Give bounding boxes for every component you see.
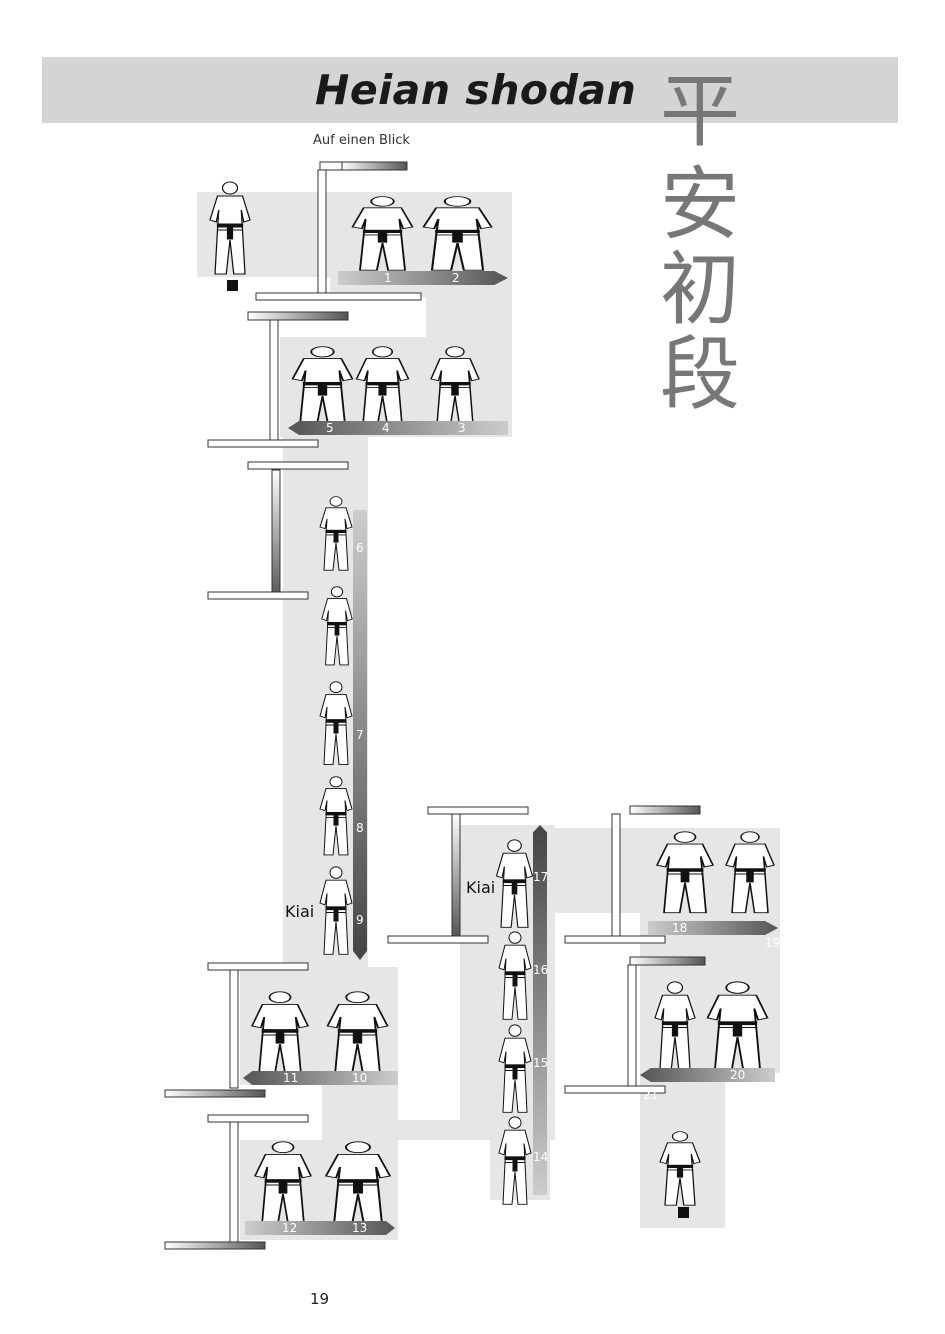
page-number: 19 [310,1290,330,1308]
arrow-steps-20-21 [640,1068,775,1082]
karate-figure [430,346,480,426]
karate-figure [422,196,493,271]
karate-figure [725,831,775,914]
step-number: 1 [384,271,392,285]
step-number: 20 [730,1068,746,1082]
kanji-hei: 平 [660,65,740,158]
step-number: 8 [356,821,364,835]
arrow-steps-14-17 [533,825,547,1195]
arrow-steps-12-13 [245,1221,395,1235]
step-number: 16 [533,963,549,977]
step-number: 10 [352,1071,368,1085]
step-number: 3 [458,421,466,435]
karate-figure [253,1141,313,1226]
direction-markers [164,161,529,1250]
step-number: 21 [643,1088,659,1102]
kiai-label: Kiai [466,878,496,897]
karate-figure [326,991,389,1076]
step-number: 12 [282,1221,298,1235]
arrow-steps-10-11 [243,1071,398,1085]
arrow-steps-3-5 [288,421,508,435]
karate-figure [351,196,414,271]
karate-figure [250,991,310,1076]
karate-figure [498,931,532,1020]
kanji-sho: 初 [660,243,740,336]
start-marker [227,280,238,291]
end-marker [678,1207,689,1218]
arrow-steps-18-19 [648,921,778,935]
karate-figure [655,831,715,914]
kanji-dan: 段 [660,328,740,421]
karate-figure [654,981,696,1070]
karate-figure [319,496,353,571]
kanji-an: 安 [660,158,740,251]
karate-figure [355,346,410,426]
arrow-steps-1-2 [338,271,508,285]
direction-markers-right [564,805,706,1094]
step-number: 15 [533,1056,549,1070]
karate-figure [659,1131,701,1206]
karate-figure [209,181,251,275]
arrow-steps-6-9 [353,510,367,960]
karate-figure [291,346,354,426]
step-number: 2 [452,271,460,285]
step-number: 11 [283,1071,299,1085]
step-number: 14 [533,1150,549,1164]
step-number: 9 [356,913,364,927]
karate-figure [495,839,534,928]
karate-figure [321,586,353,666]
karate-figure [498,1116,532,1205]
panel [426,297,512,337]
karate-figure [319,681,353,766]
panel [322,1120,552,1140]
step-number: 4 [382,421,390,435]
step-number: 5 [326,421,334,435]
step-number: 19 [765,936,781,950]
karate-figure [498,1024,532,1113]
page-title: Heian shodan [315,66,637,114]
step-number: 17 [533,870,549,884]
karate-figure [319,866,353,955]
karate-figure [319,776,353,856]
subtitle: Auf einen Blick [313,133,410,148]
step-number: 7 [356,728,364,742]
step-number: 13 [352,1221,368,1235]
kiai-label: Kiai [285,902,315,921]
karate-figure [324,1141,392,1226]
step-number: 6 [356,541,364,555]
title-bar [42,57,898,123]
karate-figure [706,981,769,1070]
step-number: 18 [672,921,688,935]
